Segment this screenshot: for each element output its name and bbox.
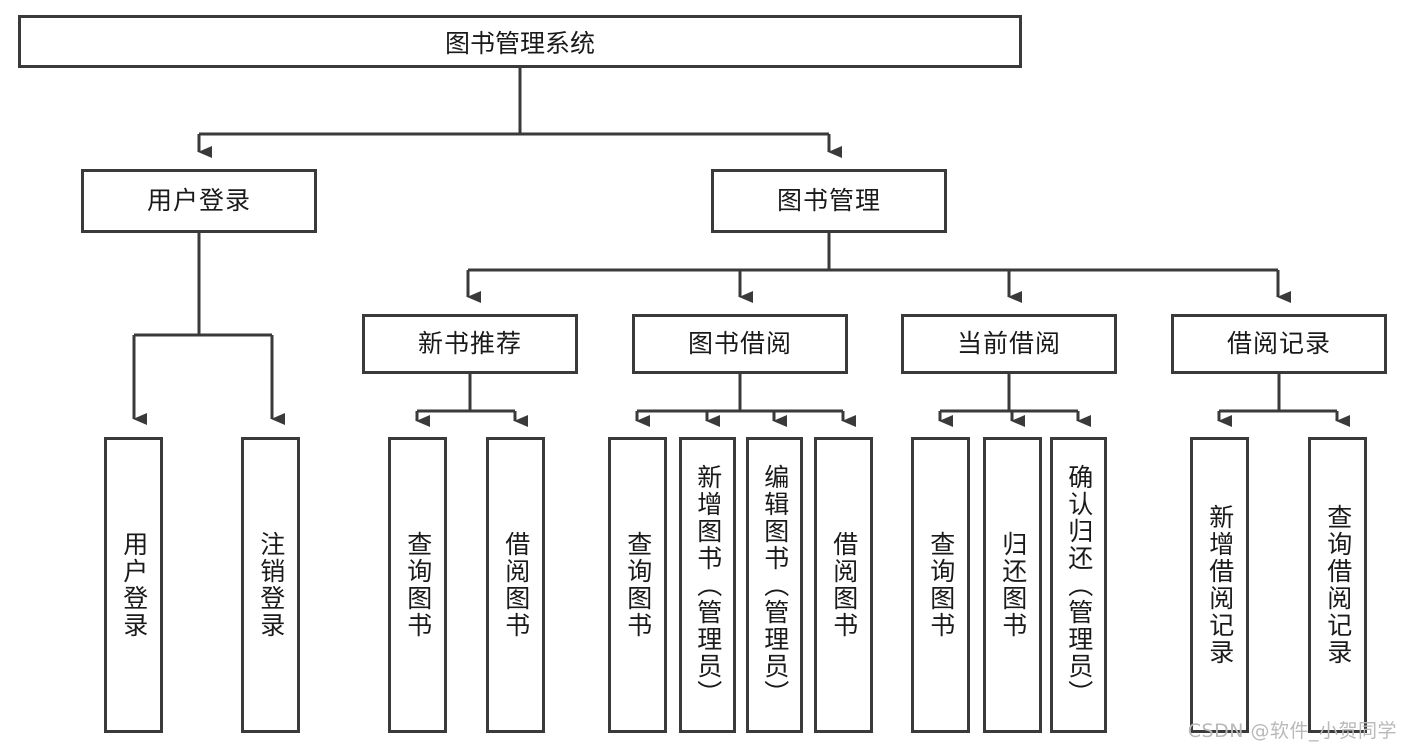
node-current-borrow-label: 当前借阅	[956, 329, 1061, 359]
node-user-login[interactable]: 用户登录	[81, 169, 317, 233]
node-leaf-user-login-label: 用户登录	[119, 531, 149, 639]
node-user-login-label: 用户登录	[146, 186, 251, 216]
node-root-system[interactable]: 图书管理系统	[18, 15, 1022, 68]
node-new-book-recommend[interactable]: 新书推荐	[362, 314, 578, 374]
node-leaf-confirm-return-label: 确认归还（管理员）	[1064, 463, 1094, 707]
node-leaf-edit-book-admin[interactable]: 编辑图书（管理员）	[746, 437, 803, 733]
node-leaf-borrow-book-1[interactable]: 借阅图书	[486, 437, 545, 733]
node-current-borrow[interactable]: 当前借阅	[901, 314, 1117, 374]
csdn-watermark: CSDN @软件_小贺同学	[1187, 720, 1397, 742]
node-leaf-return-book[interactable]: 归还图书	[983, 437, 1042, 733]
node-leaf-query-book-3-label: 查询图书	[926, 531, 956, 639]
node-leaf-query-book-1-label: 查询图书	[403, 531, 433, 639]
node-leaf-query-book-2[interactable]: 查询图书	[608, 437, 667, 733]
node-leaf-query-book-2-label: 查询图书	[623, 531, 653, 639]
node-book-borrow[interactable]: 图书借阅	[632, 314, 848, 374]
node-leaf-return-book-label: 归还图书	[998, 531, 1028, 639]
node-leaf-query-borrow-record[interactable]: 查询借阅记录	[1308, 437, 1367, 733]
node-leaf-user-logout[interactable]: 注销登录	[241, 437, 300, 733]
node-leaf-confirm-return[interactable]: 确认归还（管理员）	[1050, 437, 1107, 733]
node-borrow-record[interactable]: 借阅记录	[1171, 314, 1387, 374]
node-leaf-add-book-admin[interactable]: 新增图书（管理员）	[679, 437, 736, 733]
node-leaf-query-book-1[interactable]: 查询图书	[388, 437, 447, 733]
node-leaf-borrow-book-1-label: 借阅图书	[501, 531, 531, 639]
node-leaf-borrow-book-2[interactable]: 借阅图书	[814, 437, 873, 733]
node-leaf-query-borrow-record-label: 查询借阅记录	[1323, 504, 1353, 666]
node-book-borrow-label: 图书借阅	[687, 329, 792, 359]
node-book-manage[interactable]: 图书管理	[711, 169, 947, 233]
node-leaf-add-book-admin-label: 新增图书（管理员）	[693, 463, 723, 707]
node-borrow-record-label: 借阅记录	[1226, 329, 1331, 359]
node-leaf-user-login[interactable]: 用户登录	[104, 437, 163, 733]
node-leaf-add-borrow-record[interactable]: 新增借阅记录	[1190, 437, 1249, 733]
node-book-manage-label: 图书管理	[776, 186, 881, 216]
node-leaf-edit-book-admin-label: 编辑图书（管理员）	[760, 463, 790, 707]
node-leaf-add-borrow-record-label: 新增借阅记录	[1205, 504, 1235, 666]
node-new-book-recommend-label: 新书推荐	[417, 329, 522, 359]
node-leaf-user-logout-label: 注销登录	[256, 531, 286, 639]
node-leaf-borrow-book-2-label: 借阅图书	[829, 531, 859, 639]
node-leaf-query-book-3[interactable]: 查询图书	[911, 437, 970, 733]
node-root-label: 图书管理系统	[444, 28, 595, 58]
